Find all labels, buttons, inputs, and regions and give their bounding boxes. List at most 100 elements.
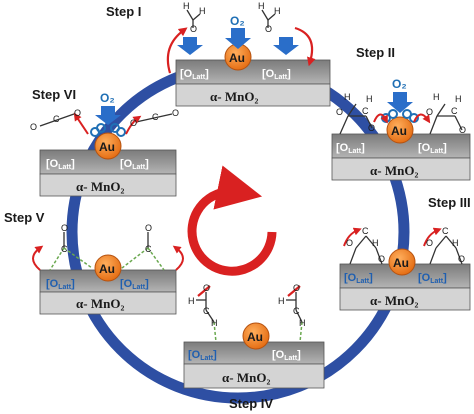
atom-label: C xyxy=(362,106,369,116)
center-cycle-arrow xyxy=(187,165,277,276)
atom-label: H xyxy=(199,6,206,16)
lattice-oxygen-label: [OLatt] xyxy=(46,158,75,171)
atom-label: O xyxy=(368,123,375,133)
au-label: Au xyxy=(229,51,245,65)
au-particle xyxy=(242,322,270,350)
adsorbed-intermediate xyxy=(339,103,463,135)
oxygen-arrow xyxy=(387,92,413,113)
atom-label: O xyxy=(293,283,300,293)
co2-molecule xyxy=(39,113,173,127)
atom-label: C xyxy=(362,226,369,236)
atom-label: O xyxy=(426,238,433,248)
atom-label: H xyxy=(455,94,462,104)
oxygen-arrow xyxy=(273,37,299,55)
red-curved-arrow xyxy=(73,112,89,135)
atom-label: O xyxy=(30,122,37,132)
red-curved-arrow xyxy=(125,115,142,135)
atom-label: O xyxy=(61,223,68,233)
panel-step-2 xyxy=(331,92,471,181)
atom-label: C xyxy=(203,306,210,316)
panel-step-3 xyxy=(339,227,471,311)
support-label: α- MnO₂ xyxy=(76,296,124,311)
atom-label: C xyxy=(61,244,68,254)
atom-label: H xyxy=(183,1,190,11)
step-label-6: Step VI xyxy=(32,87,76,102)
support-label: α- MnO₂ xyxy=(210,89,258,104)
au-particle xyxy=(386,116,414,144)
atom-label: O xyxy=(74,108,81,118)
atom-label: H xyxy=(366,94,373,104)
atom-label: C xyxy=(293,306,300,316)
step-label-3: Step III xyxy=(428,195,471,210)
atom-label: H xyxy=(211,318,218,328)
atom-label: O xyxy=(346,238,353,248)
au-particle xyxy=(388,248,416,276)
atom-label: O xyxy=(378,254,385,264)
support-label: α- MnO₂ xyxy=(370,163,418,178)
oxygen-label: O₂ xyxy=(230,14,245,28)
atom-label: C xyxy=(442,226,449,236)
lattice-oxygen-label: [OLatt] xyxy=(418,272,447,285)
support-label: α- MnO₂ xyxy=(76,179,124,194)
atom-label: O xyxy=(336,107,343,117)
step-label-2: Step II xyxy=(356,45,395,60)
atom-label: O xyxy=(130,118,137,128)
oxygen-label: O₂ xyxy=(392,77,407,91)
oxygen-label: O₂ xyxy=(100,91,115,105)
au-label: Au xyxy=(393,256,409,270)
lattice-oxygen-label: [OLatt] xyxy=(262,68,291,81)
atom-label: H xyxy=(372,238,379,248)
oxygen-arrow xyxy=(95,106,121,125)
red-curved-arrow xyxy=(294,26,316,67)
au-label: Au xyxy=(247,330,263,344)
step-label-4: Step IV xyxy=(229,396,273,411)
panel-step-5 xyxy=(32,232,184,315)
atom-label: O xyxy=(459,125,466,135)
au-particle xyxy=(94,254,122,282)
formate-species xyxy=(63,232,149,248)
oxygen-arrow xyxy=(177,37,203,55)
red-curved-arrow xyxy=(197,285,211,297)
atom-label: O xyxy=(203,283,210,293)
atom-label: H xyxy=(278,296,285,306)
atom-label: O xyxy=(172,108,179,118)
atom-label: O xyxy=(265,24,272,34)
lattice-oxygen-label: [OLatt] xyxy=(46,278,75,291)
red-curved-arrow xyxy=(343,227,362,247)
atom-label: H xyxy=(344,92,351,102)
atom-label: H xyxy=(274,6,281,16)
formaldehyde-molecule xyxy=(186,9,276,28)
atom-label: C xyxy=(145,244,152,254)
panel-step-1 xyxy=(166,9,331,107)
atom-label: H xyxy=(258,1,265,11)
atom-label: H xyxy=(452,238,459,248)
step-label-5: Step V xyxy=(4,210,45,225)
panel-step-4 xyxy=(183,285,325,389)
atom-label: C xyxy=(152,112,159,122)
red-curved-arrow xyxy=(32,245,44,271)
lattice-oxygen-label: [OLatt] xyxy=(180,68,209,81)
atom-label: C xyxy=(451,106,458,116)
au-label: Au xyxy=(99,262,115,276)
red-curved-arrow xyxy=(172,245,184,271)
formate-species xyxy=(196,292,303,323)
support-label: α- MnO₂ xyxy=(222,370,270,385)
lattice-oxygen-label: [OLatt] xyxy=(272,349,301,362)
lattice-oxygen-label: [OLatt] xyxy=(418,142,447,155)
red-curved-arrow xyxy=(287,285,301,297)
atom-label: O xyxy=(458,254,465,264)
atom-label: O xyxy=(426,107,433,117)
atom-label: O xyxy=(145,223,152,233)
atom-label: O xyxy=(190,24,197,34)
step-label-1: Step I xyxy=(106,4,141,19)
lattice-oxygen-label: [OLatt] xyxy=(120,158,149,171)
atom-label: H xyxy=(433,92,440,102)
au-label: Au xyxy=(391,124,407,138)
lattice-oxygen-label: [OLatt] xyxy=(344,272,373,285)
lattice-oxygen-label: [OLatt] xyxy=(120,278,149,291)
atom-label: C xyxy=(53,114,60,124)
adsorbed-intermediate xyxy=(349,235,463,265)
red-curved-arrow xyxy=(423,227,442,247)
support-label: α- MnO₂ xyxy=(370,293,418,308)
